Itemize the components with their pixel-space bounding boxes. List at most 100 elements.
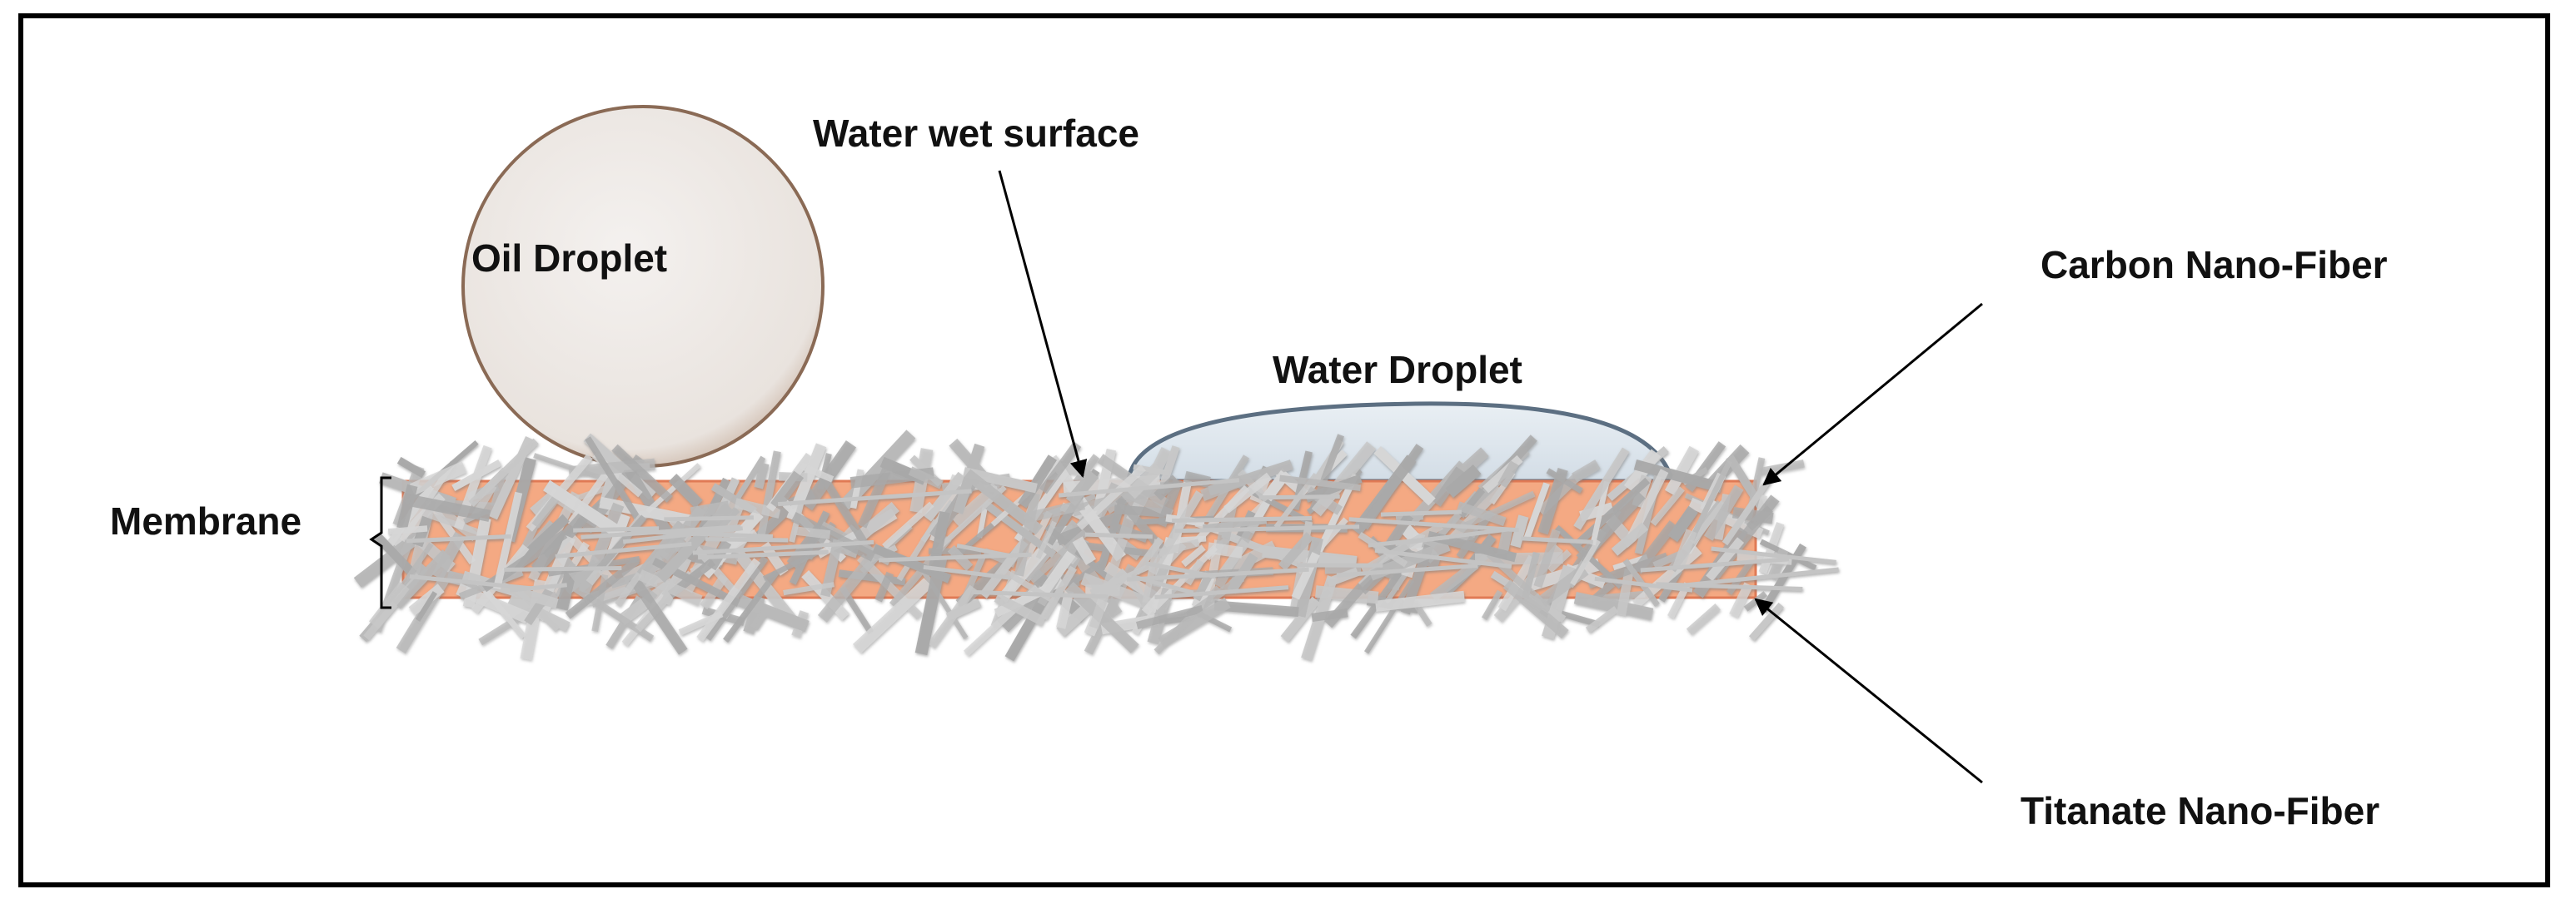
nano-fiber [1594,576,1693,593]
nano-fiber [692,539,874,555]
nano-fiber [754,462,770,489]
nano-fiber [1348,517,1519,533]
nano-fiber [1572,477,1651,549]
nano-fiber [1632,520,1678,574]
nano-fiber [1585,606,1619,633]
nano-fiber [406,534,511,544]
nano-fiber [1711,546,1836,564]
nano-fiber [734,498,781,519]
nano-fiber [409,461,467,495]
nano-fiber [431,531,466,580]
nano-fiber [409,574,531,591]
nano-fiber [1759,459,1805,476]
nano-fiber [1590,480,1610,546]
nano-fiber [1537,467,1568,535]
nano-fiber [1018,454,1058,509]
nano-fiber [1065,469,1099,506]
nano-fiber [956,543,1011,559]
nano-fiber [1429,560,1479,602]
nano-fiber [1664,445,1699,496]
nano-fiber [1336,564,1478,578]
nano-fiber [415,591,438,622]
nano-fiber [1445,464,1482,499]
nano-fiber [874,571,894,603]
nano-fiber [1729,582,1753,618]
nano-fiber [696,558,761,642]
nano-fiber [504,566,622,572]
nano-fiber [872,544,951,584]
nano-fiber [543,479,623,539]
nano-fiber [1457,501,1507,527]
nano-fiber [1126,567,1309,582]
nano-fiber [630,529,773,539]
nano-fiber [743,595,765,634]
nano-fiber [1280,596,1320,643]
nano-fiber [971,589,1109,599]
nano-fiber [1706,537,1745,582]
nano-fiber [777,489,972,507]
nano-fiber [1573,447,1630,530]
nano-fiber [1633,459,1723,494]
nano-fiber [475,579,526,639]
nano-fiber [1667,505,1698,543]
nano-fiber [408,584,445,616]
nano-fiber [976,504,989,539]
nano-fiber [542,534,575,593]
nano-fiber [1136,605,1203,629]
nano-fiber [656,502,734,584]
nano-fiber [368,581,410,629]
nano-fiber [817,453,832,490]
nano-fiber [1158,539,1200,557]
nano-fiber [1689,500,1726,545]
nano-fiber [1158,597,1231,648]
oil-droplet [461,105,825,468]
membrane-label: Membrane [110,499,301,543]
nano-fiber [396,456,426,479]
nano-fiber [1688,459,1732,542]
nano-fiber [493,491,523,590]
nano-fiber [924,471,966,522]
nano-fiber [1039,441,1082,494]
nano-fiber [1612,554,1648,571]
carbon-nano-fiber-arrow [1762,302,1983,486]
nano-fiber [697,549,829,560]
water-droplet [1126,401,1676,484]
nano-fiber [1064,581,1139,653]
nano-fiber [908,466,944,489]
nano-fiber [629,575,688,655]
nano-fiber [794,526,831,539]
nano-fiber [1156,478,1183,528]
nano-fiber [1174,524,1360,534]
nano-fiber [914,556,948,655]
nano-fiber [1572,459,1601,483]
nano-fiber [1072,536,1097,565]
nano-fiber [1278,532,1314,571]
nano-fiber [1084,532,1153,539]
nano-fiber [373,532,417,578]
nano-fiber [585,436,644,524]
nano-fiber [852,578,933,653]
nano-fiber [509,583,567,593]
nano-fiber [963,469,1044,535]
nano-fiber [1640,557,1790,573]
nano-fiber [1656,582,1803,591]
nano-fiber [938,484,1007,549]
nano-fiber [1279,474,1362,491]
nano-fiber [668,474,703,509]
nano-fiber [1672,529,1697,571]
membrane-bracket [369,476,391,609]
nano-fiber [1533,529,1561,589]
nano-fiber [1570,539,1601,586]
titanate-nano-fiber-arrow [1754,598,1983,784]
nano-fiber [573,526,660,533]
nano-fiber [468,438,539,507]
nano-fiber [1181,544,1206,568]
nano-fiber [820,539,843,598]
nano-fiber [1759,539,1817,571]
nano-fiber [1258,494,1340,500]
oil-droplet-label: Oil Droplet [471,236,667,280]
nano-fiber [1626,469,1669,541]
nano-fiber [927,584,977,648]
carbon-nano-fiber-label: Carbon Nano-Fiber [2040,243,2388,286]
nano-fiber [611,444,673,503]
